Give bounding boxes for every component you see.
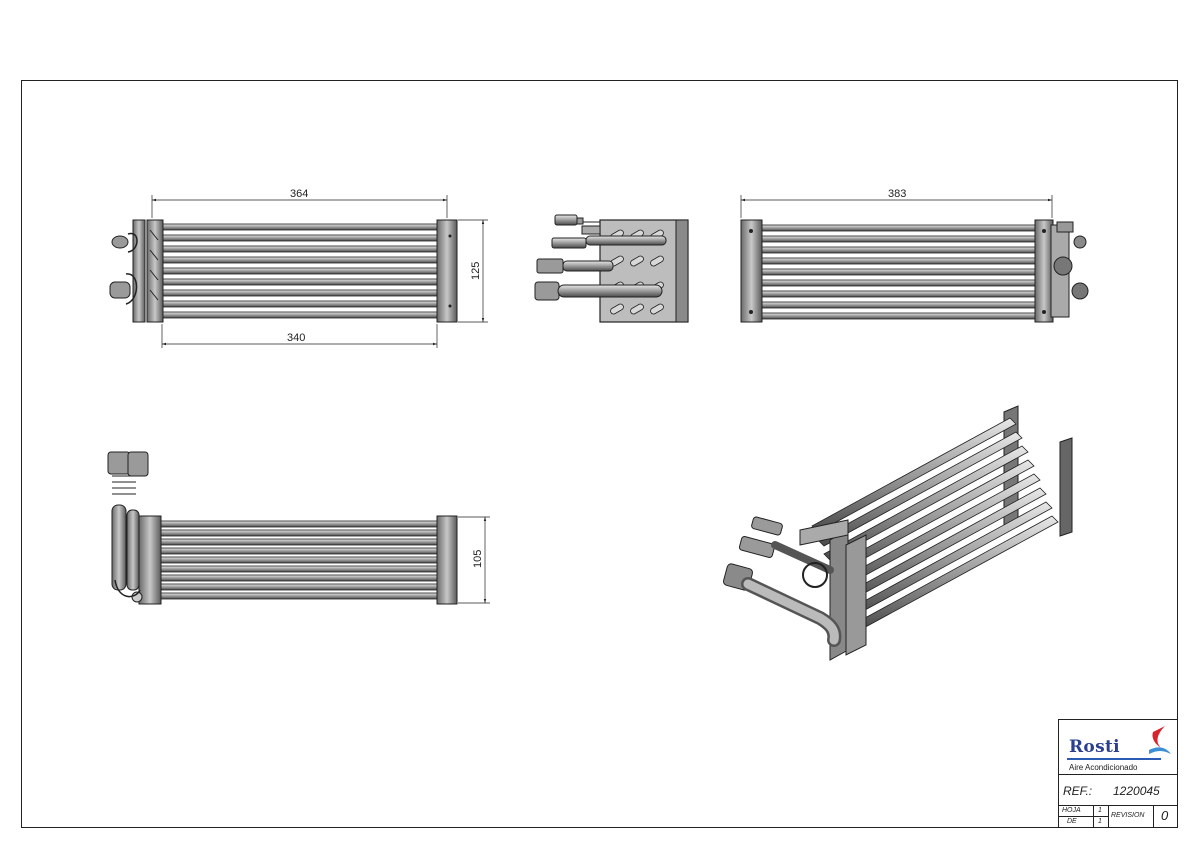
dim-105-label: 105 xyxy=(472,550,484,568)
hoja-value: 1 xyxy=(1098,807,1102,814)
dimension-105: 105 xyxy=(458,516,490,604)
revision-value: 0 xyxy=(1161,808,1169,823)
isometric-view xyxy=(722,405,1073,661)
dim-383-label: 383 xyxy=(888,188,906,200)
de-value: 1 xyxy=(1098,818,1102,825)
title-block: Rosti Aire Acondicionado REF.: 1220045 H… xyxy=(1058,719,1178,828)
hoja-label: HOJA xyxy=(1062,807,1081,814)
brand-underline xyxy=(1067,758,1161,760)
sheet-row: HOJA 1 DE 1 REVISION 0 xyxy=(1059,806,1177,827)
side-view xyxy=(534,214,689,323)
ref-row: REF.: 1220045 xyxy=(1059,775,1177,806)
dimension-340: 340 xyxy=(161,324,438,348)
dimension-383: 383 xyxy=(740,188,1053,218)
drawing-frame xyxy=(21,80,1178,828)
bottom-tubes xyxy=(159,520,439,600)
revision-label: REVISION xyxy=(1111,812,1145,819)
ref-value: 1220045 xyxy=(1113,784,1160,798)
de-label: DE xyxy=(1067,818,1077,825)
front-tubes xyxy=(159,223,439,319)
brand-name: Rosti xyxy=(1069,737,1120,757)
ref-label: REF.: xyxy=(1063,784,1093,798)
dimension-125: 125 xyxy=(458,219,488,323)
dimension-364: 364 xyxy=(151,188,448,218)
bottom-view xyxy=(107,451,458,605)
brand-subtitle: Aire Acondicionado xyxy=(1069,763,1138,772)
dim-125-label: 125 xyxy=(470,262,482,280)
logo: Rosti Aire Acondicionado xyxy=(1059,720,1177,775)
back-tubes xyxy=(761,224,1037,320)
front-view xyxy=(109,219,458,323)
logo-swoosh-icon xyxy=(1149,726,1171,754)
dim-364-label: 364 xyxy=(290,188,308,200)
back-view xyxy=(740,219,1089,323)
dim-340-label: 340 xyxy=(287,332,305,344)
